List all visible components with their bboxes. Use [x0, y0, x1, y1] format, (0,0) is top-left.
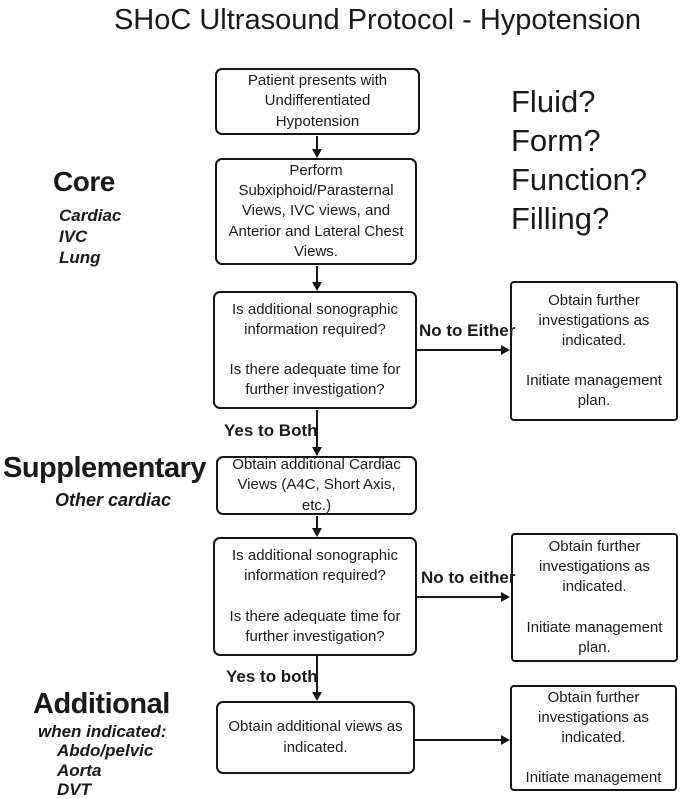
arrow-line	[417, 349, 501, 351]
additional-item-dvt: DVT	[57, 780, 91, 799]
arrow-line	[316, 656, 318, 693]
four-f-questions: Fluid? Form? Function? Filling?	[511, 82, 647, 238]
flow-box-outcome-1: Obtain further investigations as indicat…	[510, 281, 678, 421]
label-yes-to-both-1: Yes to Both	[224, 421, 318, 440]
arrowhead-right-icon	[501, 735, 510, 745]
arrowhead-right-icon	[501, 592, 510, 602]
label-no-to-either-2: No to either	[421, 568, 516, 587]
question-fluid: Fluid?	[511, 84, 596, 119]
supplementary-sub-label: Other cardiac	[55, 490, 172, 510]
flow-box-patient-presents: Patient presents with Undifferentiated H…	[215, 68, 420, 135]
flow-box-additional-views: Obtain additional views as indicated.	[216, 701, 415, 774]
flow-box-perform-core-views: Perform Subxiphoid/Parasternal Views, IV…	[215, 158, 417, 265]
section-supplementary-label: Supplementary	[3, 452, 207, 484]
arrowhead-down-icon	[312, 447, 322, 456]
page-title: SHoC Ultrasound Protocol - Hypotension	[113, 4, 642, 36]
arrowhead-down-icon	[312, 692, 322, 701]
arrow-line	[316, 136, 318, 150]
arrowhead-down-icon	[312, 149, 322, 158]
arrow-line	[316, 410, 318, 448]
flow-box-decision-2: Is additional sonographic information re…	[213, 537, 417, 656]
section-core-label: Core	[53, 166, 115, 197]
additional-item-aorta: Aorta	[57, 760, 102, 780]
label-no-to-either-1: No to Either	[419, 321, 516, 340]
flow-box-outcome-3: Obtain further investigations as indicat…	[510, 685, 677, 791]
additional-sub-label: when indicated:	[38, 722, 167, 741]
arrow-line	[316, 266, 318, 283]
core-item-cardiac: Cardiac	[59, 206, 122, 225]
flow-box-cardiac-views: Obtain additional Cardiac Views (A4C, Sh…	[216, 456, 417, 515]
question-form: Form?	[511, 123, 601, 158]
flow-box-decision-1: Is additional sonographic information re…	[213, 291, 417, 409]
section-additional-items: Abdo/pelvic Aorta DVT	[57, 741, 153, 799]
arrowhead-down-icon	[312, 282, 322, 291]
section-additional-label: Additional	[33, 688, 170, 720]
section-core-items: Cardiac IVC Lung	[59, 205, 121, 268]
arrow-line	[417, 596, 501, 598]
arrow-line	[415, 739, 501, 741]
additional-item-abdo-pelvic: Abdo/pelvic	[57, 741, 154, 760]
arrowhead-right-icon	[501, 345, 510, 355]
arrow-line	[316, 516, 318, 529]
question-filling: Filling?	[511, 201, 610, 236]
question-function: Function?	[511, 162, 648, 197]
core-item-ivc: IVC	[59, 227, 88, 246]
flow-box-outcome-2: Obtain further investigations as indicat…	[511, 533, 678, 662]
label-yes-to-both-2: Yes to both	[226, 667, 318, 686]
arrowhead-down-icon	[312, 528, 322, 537]
core-item-lung: Lung	[59, 248, 101, 267]
